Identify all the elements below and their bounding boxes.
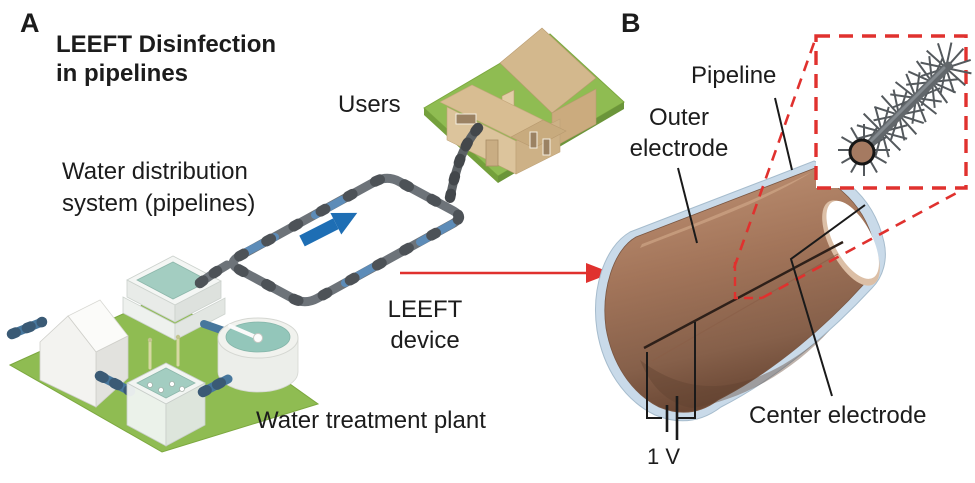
leeft-device-label: LEEFT device	[379, 294, 471, 356]
zoom-inset-icon	[814, 34, 975, 190]
distribution-label-line1: Water distribution	[62, 158, 248, 185]
water-treatment-plant-illustration	[6, 255, 320, 453]
center-electrode-label: Center electrode	[749, 402, 927, 429]
pipeline-label: Pipeline	[691, 62, 777, 89]
house-service-pipe	[444, 122, 484, 204]
panel-a-letter: A	[20, 8, 40, 38]
figure-title-line2: in pipelines	[56, 60, 189, 87]
users-house-illustration	[423, 27, 625, 183]
pipe-cutaway-illustration	[595, 160, 886, 422]
figure-title-line1: LEEFT Disinfection	[56, 31, 277, 58]
leeft-device-label-line1: LEEFT	[387, 296, 463, 323]
transition-arrow-icon	[400, 263, 612, 283]
users-label: Users	[338, 91, 401, 118]
outer-electrode-label-line1: Outer	[648, 104, 710, 131]
treatment-plant-label: Water treatment plant	[256, 407, 486, 434]
battery-icon	[646, 322, 696, 440]
panel-b-letter: B	[621, 8, 641, 38]
flow-arrow-icon	[299, 212, 358, 247]
distribution-label-line2: system (pipelines)	[62, 190, 256, 217]
leeft-device-label-line2: device	[390, 327, 460, 354]
pipeline-pointer-line	[774, 97, 793, 171]
distribution-label: Water distribution system (pipelines)	[62, 156, 255, 220]
outer-electrode-pointer-line	[677, 167, 698, 244]
voltage-label: 1 V	[647, 444, 681, 469]
annotation-pointer-lines	[677, 97, 866, 397]
brush-electrode-icon	[837, 36, 975, 177]
outer-electrode-label-line2: electrode	[629, 135, 729, 162]
center-electrode-pointer-line	[789, 204, 866, 397]
zoom-callout-lines	[732, 39, 963, 300]
figure-title: LEEFT Disinfection in pipelines	[56, 30, 276, 88]
outer-electrode-label: Outer electrode	[625, 102, 733, 164]
pipeline-loop	[194, 173, 464, 307]
